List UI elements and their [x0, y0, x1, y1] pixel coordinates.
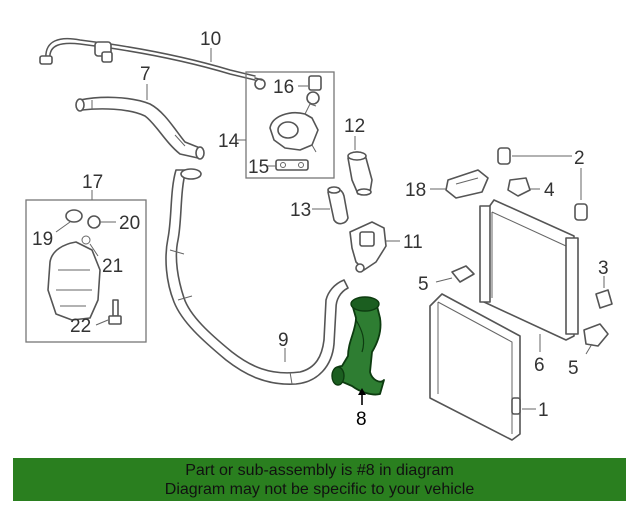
group-17-box	[25, 199, 147, 343]
part-7-bypass-hose[interactable]	[75, 96, 205, 160]
banner-line-1: Part or sub-assembly is #8 in diagram	[185, 462, 454, 479]
group-14-box	[245, 71, 335, 179]
callout-15: 15	[248, 157, 269, 178]
callout-18: 18	[405, 180, 426, 201]
callout-3: 3	[598, 258, 609, 279]
thermostat-housing[interactable]	[269, 103, 319, 153]
callout-5b: 5	[568, 358, 579, 379]
part-16-sensor[interactable]	[306, 75, 322, 105]
callout-8: 8	[356, 409, 367, 430]
reservoir-tank[interactable]	[47, 241, 101, 321]
part-4-clip[interactable]	[507, 177, 531, 197]
callout-11: 11	[403, 232, 423, 253]
part-13-short-hose[interactable]	[327, 186, 349, 225]
part-21-o-ring[interactable]	[81, 235, 91, 245]
part-8-radiator-hose-highlighted[interactable]	[331, 296, 385, 396]
callout-1: 1	[538, 400, 549, 421]
part-12-elbow-hose[interactable]	[347, 151, 373, 196]
part-15-gasket[interactable]	[275, 159, 309, 171]
callout-12: 12	[344, 116, 365, 137]
callout-13: 13	[290, 200, 311, 221]
part-2-drain-plug[interactable]	[497, 147, 588, 221]
callout-9: 9	[278, 330, 289, 351]
callout-21: 21	[102, 256, 123, 277]
callout-22: 22	[70, 316, 91, 337]
callout-14: 14	[218, 131, 240, 152]
callout-5a: 5	[418, 274, 429, 295]
part-5-mount-upper[interactable]	[451, 265, 475, 283]
part-6-radiator[interactable]	[479, 199, 579, 341]
part-10-vent-hose[interactable]	[39, 37, 266, 90]
part-22-bolt[interactable]	[108, 299, 122, 325]
callout-6: 6	[534, 355, 545, 376]
callout-16: 16	[273, 77, 294, 98]
callout-7: 7	[140, 64, 151, 85]
part-19-cap[interactable]	[65, 209, 83, 223]
callout-19: 19	[32, 229, 53, 250]
part-11-coolant-valve[interactable]	[349, 221, 387, 273]
part-20-fitting[interactable]	[87, 215, 101, 229]
callout-17: 17	[82, 172, 103, 193]
part-5-mount-lower[interactable]	[583, 323, 609, 347]
callout-2: 2	[574, 148, 585, 169]
info-banner: Part or sub-assembly is #8 in diagram Di…	[13, 458, 626, 501]
part-1-condenser[interactable]	[429, 293, 521, 441]
callout-4: 4	[544, 180, 555, 201]
callout-20: 20	[119, 213, 140, 234]
part-9-lower-hose[interactable]	[165, 168, 349, 385]
part-3-side-bracket[interactable]	[595, 289, 613, 309]
callout-10: 10	[200, 29, 221, 50]
banner-line-2: Diagram may not be specific to your vehi…	[164, 481, 475, 498]
part-18-bracket[interactable]	[445, 169, 489, 199]
parts-diagram: 10 7 14 16 15 12 13	[25, 29, 613, 441]
